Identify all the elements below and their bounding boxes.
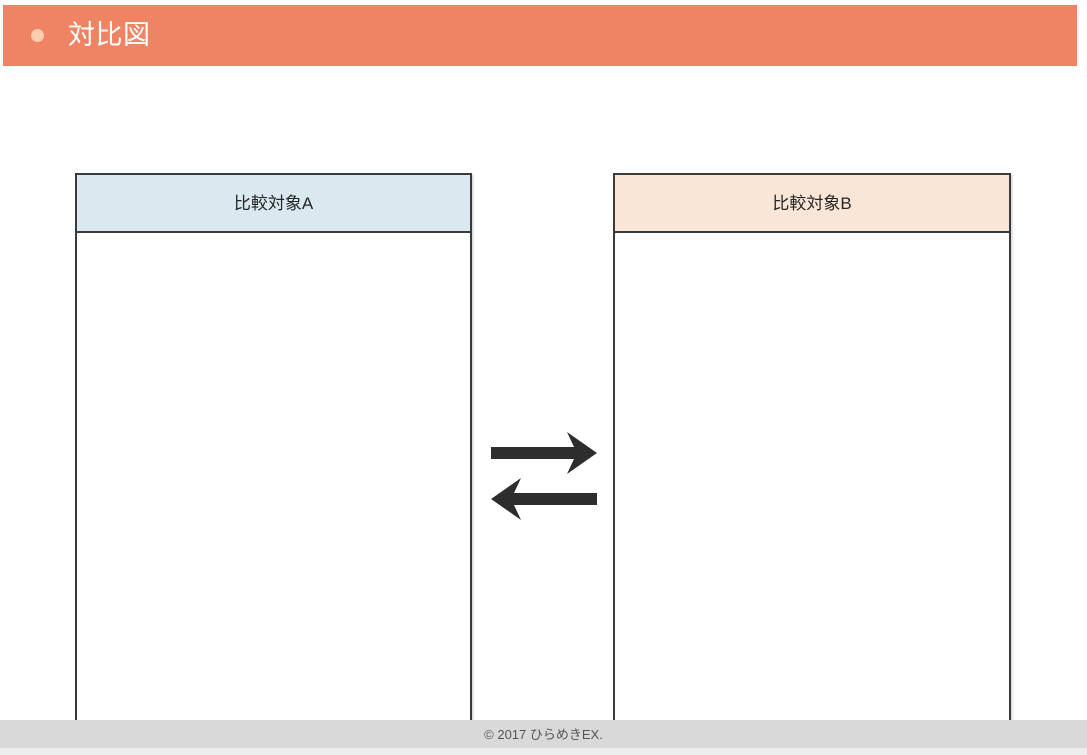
slide-content-area: 比較対象A 比較対象B [0, 66, 1087, 747]
arrow-left-icon [491, 478, 597, 520]
comparison-box-b-body[interactable] [615, 233, 1009, 745]
bidirectional-arrows [486, 432, 602, 527]
arrow-right-icon [491, 432, 597, 474]
comparison-box-b-label: 比較対象B [772, 193, 852, 213]
page-title: 対比図 [68, 20, 151, 50]
footer-copyright: © 2017 ひらめきEX. [484, 726, 603, 742]
bullet-dot-icon [31, 29, 44, 42]
footer-bottom-strip [0, 748, 1087, 755]
comparison-box-a-body[interactable] [77, 233, 470, 745]
comparison-box-b[interactable]: 比較対象B [613, 173, 1011, 747]
comparison-box-a-header: 比較対象A [77, 175, 470, 233]
slide-title-bar: 対比図 [3, 5, 1077, 66]
comparison-box-a[interactable]: 比較対象A [75, 173, 472, 747]
slide-footer: © 2017 ひらめきEX. [0, 720, 1087, 748]
comparison-box-a-label: 比較対象A [233, 193, 314, 213]
comparison-box-b-header: 比較対象B [615, 175, 1009, 233]
